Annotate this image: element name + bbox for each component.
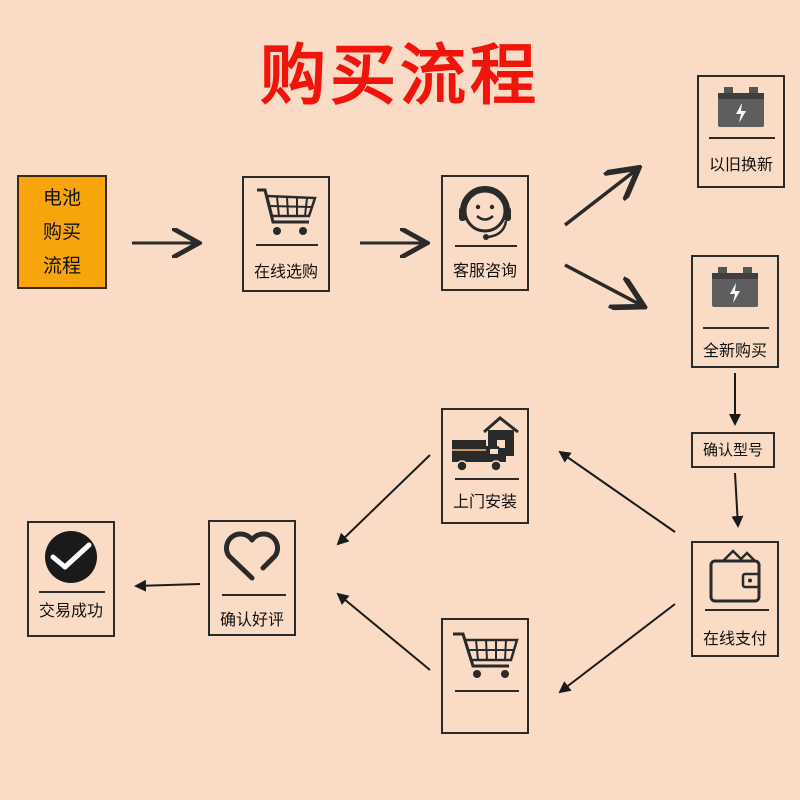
divider	[39, 591, 105, 593]
arrow-service-to-trade-in	[563, 170, 636, 227]
step-label: 交易成功	[38, 601, 103, 620]
check-circle-icon	[29, 527, 113, 587]
start-line-3: 流程	[42, 255, 81, 277]
divider	[455, 478, 519, 480]
step-label: 客服咨询	[452, 261, 517, 280]
step-label: 确认好评	[219, 610, 284, 629]
step-label: 以旧换新	[708, 155, 773, 174]
step-label: 上门安装	[452, 492, 517, 511]
shopping-cart-icon	[443, 624, 527, 682]
arrow-pay-to-cart	[558, 603, 676, 694]
delivery-truck-house-icon	[443, 414, 527, 476]
step-trade-in: 以旧换新	[697, 75, 785, 188]
step-label: 在线选购	[253, 262, 318, 281]
battery-icon	[699, 87, 783, 129]
page-title: 购买流程	[260, 37, 540, 114]
divider	[455, 245, 517, 247]
step-done: 交易成功	[27, 521, 115, 637]
divider	[256, 244, 318, 246]
arrow-confirm-model-to-pay	[731, 472, 744, 528]
arrow-review-to-done	[134, 579, 201, 592]
arrow-cart-to-review	[336, 592, 431, 671]
arrow-pay-to-install	[558, 450, 676, 533]
step-label: 在线支付	[702, 629, 767, 648]
arrow-service-to-new	[564, 263, 641, 305]
battery-icon	[693, 267, 777, 309]
divider	[703, 327, 769, 329]
step-cart	[441, 618, 529, 734]
step-home-install: 上门安装	[441, 408, 529, 524]
shopping-cart-icon	[244, 184, 328, 240]
arrow-install-to-review	[336, 454, 431, 546]
step-online-pay: 在线支付	[691, 541, 779, 657]
start-line-2: 购买	[42, 221, 81, 243]
divider	[709, 137, 775, 139]
heart-icon	[210, 528, 294, 584]
headset-smiley-icon	[443, 181, 527, 243]
step-confirm-model: 确认型号	[691, 432, 775, 468]
start-line-1: 电池	[42, 187, 81, 209]
start-block: 电池 购买 流程	[17, 175, 107, 289]
step-confirm-review: 确认好评	[208, 520, 296, 636]
divider	[222, 594, 286, 596]
divider	[705, 609, 769, 611]
divider	[455, 690, 519, 692]
step-customer-service: 客服咨询	[441, 175, 529, 291]
step-new-purchase: 全新购买	[691, 255, 779, 368]
wallet-icon	[693, 547, 777, 605]
step-online-select: 在线选购	[242, 176, 330, 292]
step-label: 全新购买	[702, 341, 767, 360]
